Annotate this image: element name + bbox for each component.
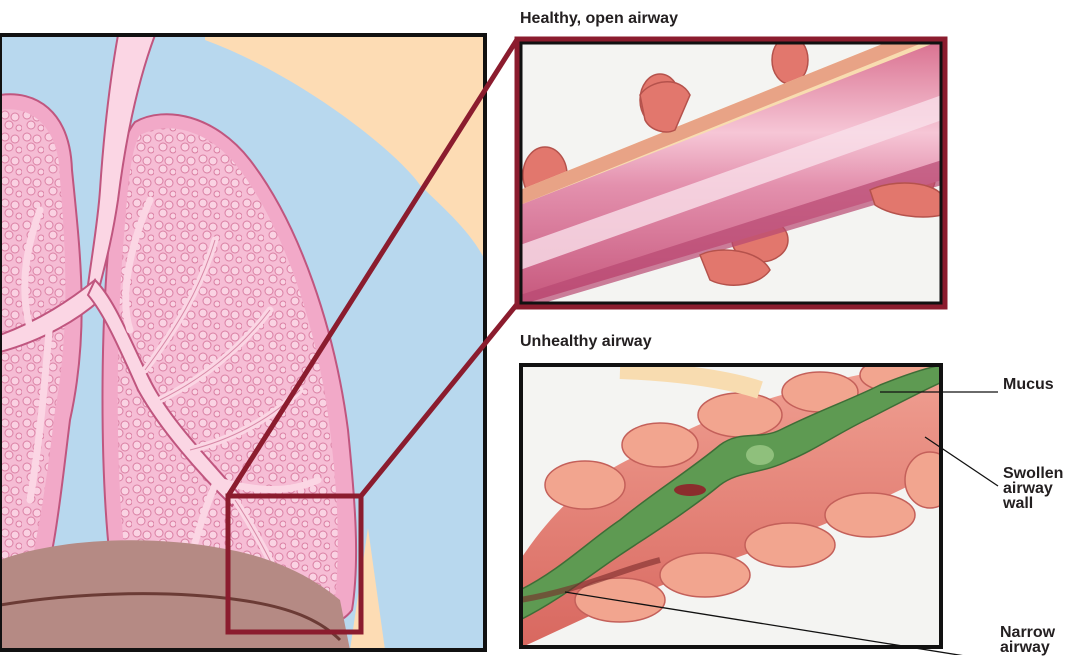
swollen-label-line1: Swollen [1003, 466, 1063, 481]
unhealthy-airway-title: Unhealthy airway [520, 333, 652, 351]
lung-panel [0, 35, 485, 650]
unhealthy-airway-image [520, 357, 955, 648]
narrow-airway-label: Narrow airway [1000, 625, 1055, 655]
swollen-airway-wall-label: Swollen airway wall [1003, 466, 1063, 511]
healthy-airway-image [520, 20, 942, 310]
narrow-label-line2: airway [1000, 640, 1055, 655]
narrow-label-line1: Narrow [1000, 625, 1055, 640]
mucus-label: Mucus [1003, 377, 1054, 392]
swollen-label-line2: airway [1003, 481, 1063, 496]
swollen-label-line3: wall [1003, 496, 1063, 511]
healthy-airway-title: Healthy, open airway [520, 10, 678, 28]
